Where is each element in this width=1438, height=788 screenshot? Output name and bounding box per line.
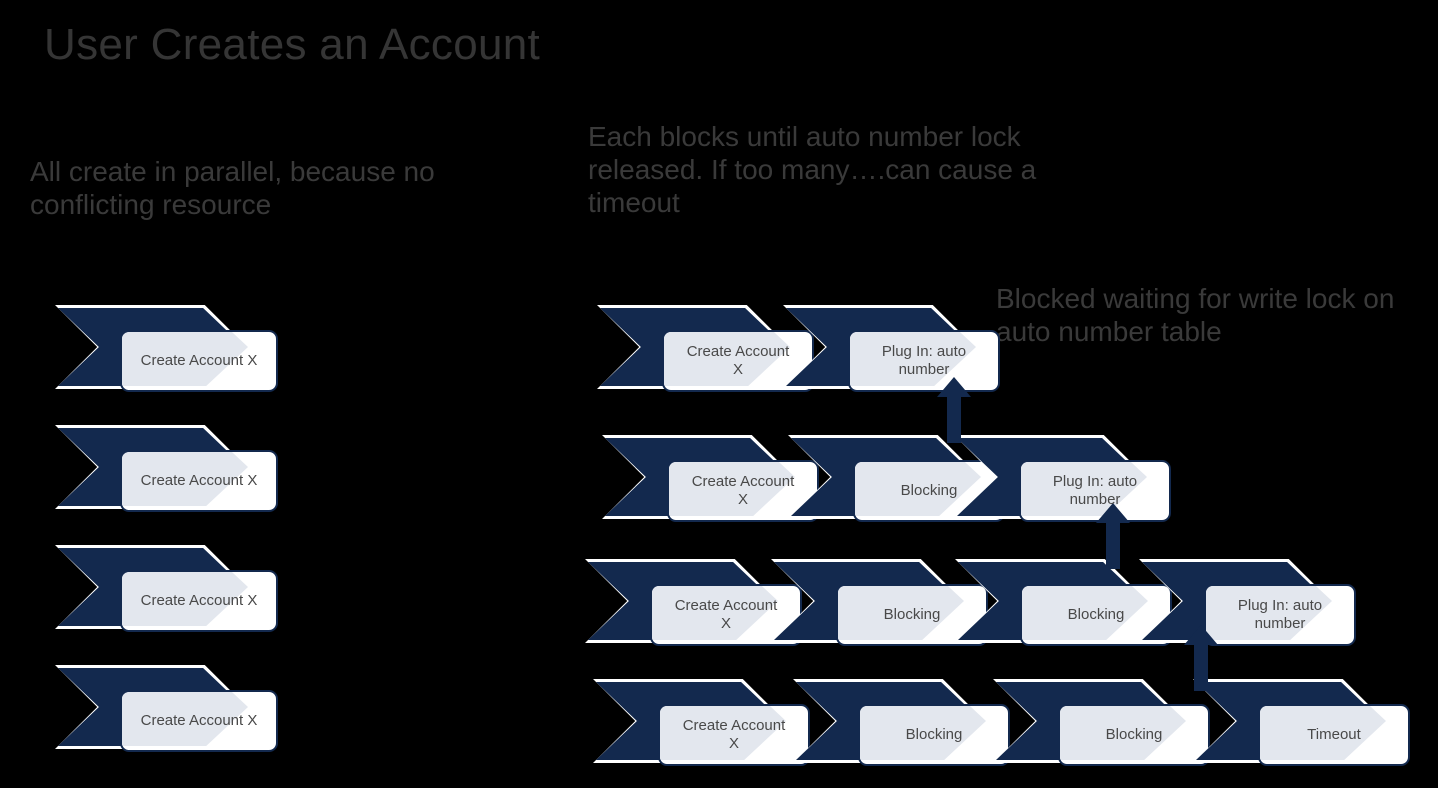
node-label: Create Account X (140, 472, 258, 490)
node-card[interactable]: Create Account X (120, 690, 278, 752)
node-label: Blocking (905, 726, 963, 744)
node-label: Timeout (1307, 726, 1361, 744)
node-card[interactable]: Plug In: auto number (848, 330, 1000, 392)
note-blocked-waiting-for-write-lock: Blocked waiting for write lock on auto n… (996, 283, 1395, 348)
node-label: Create Account X (691, 473, 795, 508)
node-card[interactable]: Blocking (858, 704, 1010, 766)
node-label: Plug In: auto number (881, 343, 967, 378)
node-label: Create Account X (686, 343, 790, 378)
node-label: Plug In: auto number (1052, 473, 1138, 508)
node-label: Plug In: auto number (1237, 597, 1323, 632)
note-each-blocks-until-lock-released: Each blocks until auto number lock relea… (588, 121, 1037, 219)
node-card[interactable]: Create Account X (120, 570, 278, 632)
node-label: Create Account X (674, 597, 778, 632)
node-label: Create Account X (140, 592, 258, 610)
node-label: Blocking (900, 482, 958, 500)
node-label: Blocking (1105, 726, 1163, 744)
node-card[interactable]: Timeout (1258, 704, 1410, 766)
node-card[interactable]: Blocking (1058, 704, 1210, 766)
node-label: Blocking (883, 606, 941, 624)
node-card[interactable]: Plug In: auto number (1019, 460, 1171, 522)
arrow-row2-to-row1-up-arrow-icon (937, 377, 971, 443)
arrow-row4-to-row3-up-arrow-icon (1184, 625, 1218, 691)
node-card[interactable]: Plug In: auto number (1204, 584, 1356, 646)
node-label: Blocking (1067, 606, 1125, 624)
note-all-create-in-parallel: All create in parallel, because no confl… (30, 156, 435, 221)
page-title: User Creates an Account (44, 20, 541, 69)
node-card[interactable]: Create Account X (120, 450, 278, 512)
arrow-row3-to-row2-up-arrow-icon (1096, 503, 1130, 569)
node-label: Create Account X (140, 352, 258, 370)
node-card[interactable]: Create Account X (120, 330, 278, 392)
node-label: Create Account X (140, 712, 258, 730)
node-card[interactable]: Create Account X (658, 704, 810, 766)
node-label: Create Account X (682, 717, 786, 752)
